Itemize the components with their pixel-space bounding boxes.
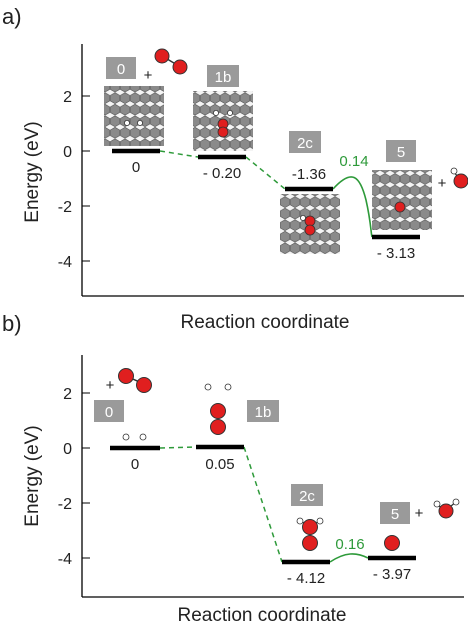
panel-a-ylabel: Energy (eV)	[22, 121, 43, 222]
panel-a-oxygen-atom	[304, 224, 316, 236]
panel-a-value-1b: - 0.20	[203, 165, 241, 182]
panel-b-state-label-5: 5	[391, 506, 399, 523]
panel-a-state-label-1b: 1b	[215, 69, 232, 86]
panel-a-connector	[245, 156, 286, 190]
panel-b-h-atom	[296, 517, 304, 525]
panel-b-plus-sign: +	[106, 377, 115, 394]
panel-b-value-0: 0	[131, 456, 139, 473]
panel-b-value-1b: 0.05	[205, 456, 234, 473]
o2-molecule-icon	[154, 48, 188, 75]
panel-a-vacancy-atom	[124, 120, 131, 127]
panel-b-oxygen-atom	[210, 419, 226, 435]
panel-b-oxygen-atom	[384, 535, 400, 551]
panel-a: a) 2 0 -2 -4 Energy (eV) Reaction coordi…	[2, 4, 468, 333]
panel-a-tick-label: 0	[63, 144, 72, 161]
panel-a-oxygen-atom	[304, 215, 316, 227]
panel-b-y-ticks: 2 0 -2 -4	[58, 386, 90, 568]
panel-a-graphene-sheet-0	[104, 86, 164, 146]
panel-b-tick-label: 2	[63, 386, 72, 403]
panel-b-state-label-1b: 1b	[255, 404, 272, 421]
panel-a-tick-label: -2	[58, 199, 72, 216]
panel-b-h-atom	[224, 383, 232, 391]
panel-b-2c-molecule	[296, 517, 324, 551]
panel-b-value-5: - 3.97	[373, 566, 411, 583]
panel-a-state-box-5: 5	[386, 140, 416, 162]
panel-b: b) 2 0 -2 -4 Energy (eV) Reaction coordi…	[2, 311, 464, 626]
panel-a-tick-label: 2	[63, 89, 72, 106]
panel-b-h-atom	[139, 433, 147, 441]
panel-a-vacancy-atom	[226, 110, 233, 117]
panel-b-plus-sign: +	[415, 505, 424, 522]
panel-b-connector	[243, 446, 283, 563]
panel-b-h-atom	[204, 383, 212, 391]
panel-b-ylabel: Energy (eV)	[22, 425, 43, 526]
panel-a-barrier-value: 0.14	[339, 153, 368, 170]
panel-a-tick-label: -4	[58, 254, 72, 271]
panel-b-h-atom	[122, 433, 130, 441]
panel-a-state-label-2c: 2c	[297, 135, 313, 152]
panel-b-tick-label: 0	[63, 441, 72, 458]
panel-a-oxygen-atom	[394, 201, 406, 213]
panel-b-oxygen-atom	[302, 535, 318, 551]
panel-a-y-ticks: 2 0 -2 -4	[58, 89, 90, 271]
panel-b-connector	[159, 446, 197, 449]
panel-a-vacancy-atom	[212, 110, 219, 117]
panel-a-barrier-curve	[332, 176, 373, 238]
panel-a-vacancy-atom	[136, 120, 143, 127]
panel-b-tick-label: -2	[58, 496, 72, 513]
panel-b-barrier-curve	[329, 553, 369, 563]
panel-b-value-2c: - 4.12	[287, 570, 325, 587]
panel-b-state-label-2c: 2c	[299, 488, 315, 505]
panel-b-h-atom	[316, 517, 324, 525]
panel-a-value-2c: -1.36	[292, 166, 326, 183]
panel-b-state-label-0: 0	[105, 404, 113, 421]
panel-a-value-5: - 3.13	[377, 245, 415, 262]
oh-radical-icon	[433, 498, 460, 519]
panel-a-label: a)	[2, 4, 22, 29]
panel-a-state-label-5: 5	[397, 144, 405, 161]
panel-b-state-box-2c: 2c	[291, 484, 323, 506]
panel-a-value-0: 0	[132, 159, 140, 176]
panel-b-label: b)	[2, 311, 22, 336]
panel-b-barrier-value: 0.16	[335, 536, 364, 553]
oh-radical-icon	[450, 167, 468, 189]
panel-a-connector	[159, 150, 199, 158]
panel-b-state-box-1b: 1b	[247, 400, 279, 422]
panel-a-plus-sign: +	[144, 67, 153, 84]
panel-a-state-label-0: 0	[117, 61, 125, 78]
panel-a-state-box-0: 0	[106, 57, 136, 79]
panel-a-graphene-sheet-5	[372, 170, 432, 230]
o2-molecule-icon	[118, 368, 152, 393]
panel-a-state-box-2c: 2c	[289, 131, 321, 153]
panel-b-oxygen-atom	[210, 403, 226, 419]
panel-b-state-box-5: 5	[380, 502, 410, 524]
panel-b-oxygen-atom	[302, 519, 318, 535]
panel-a-state-box-1b: 1b	[207, 65, 239, 87]
panel-b-xlabel: Reaction coordinate	[178, 605, 347, 626]
panel-b-tick-label: -4	[58, 551, 72, 568]
panel-a-xlabel: Reaction coordinate	[181, 312, 350, 333]
panel-b-state-box-0: 0	[94, 400, 124, 422]
panel-a-plus-sign: +	[438, 175, 447, 192]
panel-a-oxygen-atom	[217, 126, 229, 138]
